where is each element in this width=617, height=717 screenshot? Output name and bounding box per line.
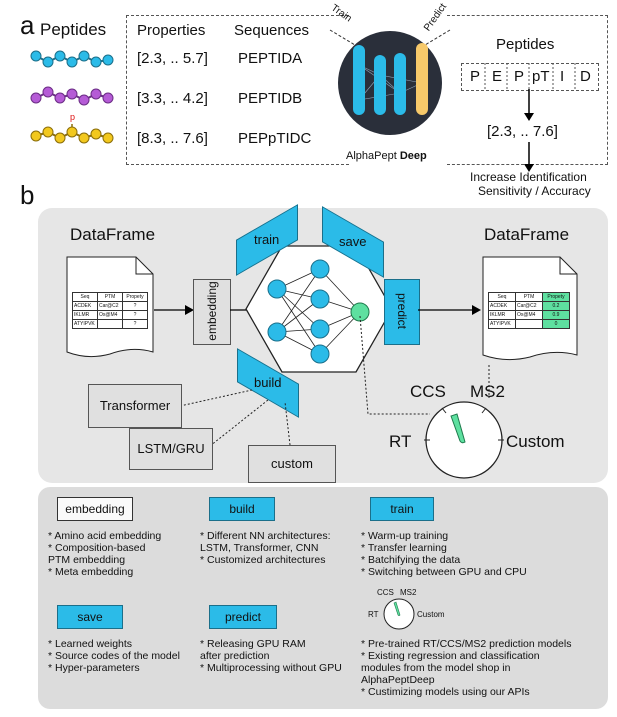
left-dataframe-title: DataFrame [70, 225, 156, 244]
legend-save-item: * Hyper-parameters [48, 662, 140, 674]
legend-models-list: * Pre-trained RT/CCS/MS2 prediction mode… [361, 638, 571, 698]
property-row-2: [3.3, .. 4.2] [137, 90, 208, 107]
legend-predict-item: * Releasing GPU RAM [200, 638, 306, 650]
sequence-row-3: PEPpTIDC [238, 130, 312, 147]
peptide-chain-2 [30, 86, 114, 106]
outcome-line-1: Increase Identification [470, 170, 587, 184]
residue-3: P [514, 68, 525, 85]
legend-predict-list: * Releasing GPU RAM after prediction * M… [200, 638, 342, 674]
arrow-to-output [418, 305, 481, 315]
output-pred-3: 0 [542, 319, 570, 329]
lstm-gru-option[interactable]: LSTM/GRU [129, 428, 213, 470]
properties-heading: Properties [137, 22, 206, 39]
predict-button[interactable]: predict [384, 279, 420, 345]
panel-b-letter: b [20, 180, 35, 210]
legend-train-button: train [370, 497, 434, 521]
legend-build-list: * Different NN architectures: LSTM, Tran… [200, 530, 331, 566]
right-peptides-heading: Peptides [496, 36, 555, 53]
residue-box [461, 63, 599, 91]
legend-dial-custom: Custom [417, 610, 445, 619]
peptide-chain-3 [30, 124, 114, 144]
dial-label-rt: RT [389, 432, 412, 451]
peptide-chain-1 [30, 50, 114, 68]
residue-separators [484, 63, 576, 89]
sequence-row-2: PEPTIDB [238, 90, 303, 107]
legend-train-list: * Warm-up training * Transfer learning *… [361, 530, 527, 578]
legend-save-button: save [57, 605, 123, 629]
neural-network-hexagon [245, 245, 393, 373]
legend-embedding-item: * Amino acid embedding [48, 530, 162, 542]
residue-4: pT [532, 68, 550, 85]
phospho-label: p [70, 112, 76, 122]
legend-embedding-list: * Amino acid embedding * Composition-bas… [48, 530, 161, 578]
sequence-row-1: PEPTIDA [238, 50, 303, 67]
embedding-button[interactable]: embedding [193, 279, 231, 345]
legend-models-item: modules from the model shop in [361, 662, 511, 674]
legend-dial-ccs: CCS [377, 588, 394, 597]
legend-models-item: * Existing regression and classification [361, 650, 540, 662]
legend-save-list: * Learned weights * Source codes of the … [48, 638, 180, 674]
legend-models-item: AlphaPeptDeep [361, 674, 435, 686]
panel-a-letter: a [20, 10, 35, 40]
arrow-to-embedding [154, 305, 194, 315]
legend-build-item: * Different NN architectures: [200, 530, 331, 542]
legend-embedding-item: * Composition-based [48, 542, 146, 554]
alphapeptdeep-model-icon [329, 29, 451, 135]
property-row-1: [2.3, .. 5.7] [137, 50, 208, 67]
right-dataframe-title: DataFrame [484, 225, 570, 244]
dial-label-ccs: CCS [410, 382, 446, 401]
residue-1: P [470, 68, 481, 85]
legend-build-item: LSTM, Transformer, CNN [200, 542, 319, 554]
dial-label-custom: Custom [506, 432, 565, 451]
model-name: AlphaPept Deep [346, 150, 427, 162]
model-selector-dial[interactable] [424, 400, 504, 480]
residue-5: I [560, 68, 565, 85]
custom-architecture-option[interactable]: custom [248, 445, 336, 483]
residue-6: D [580, 68, 591, 85]
legend-train-item: * Transfer learning [361, 542, 447, 554]
transformer-option[interactable]: Transformer [88, 384, 182, 428]
model-name-regular: AlphaPept [346, 150, 397, 162]
legend-models-item: * Custimizing models using our APIs [361, 686, 530, 698]
down-arrow-2 [524, 142, 534, 172]
legend-build-button: build [209, 497, 275, 521]
peptides-heading: Peptides [40, 20, 107, 39]
legend-predict-item: after prediction [200, 650, 270, 662]
peptide-chains [30, 50, 114, 144]
outcome-line-2: Sensitivity / Accuracy [478, 184, 591, 198]
legend-train-item: * Switching between GPU and CPU [361, 566, 527, 578]
down-arrow-1 [524, 89, 534, 121]
dial-label-ms2: MS2 [470, 382, 505, 401]
legend-save-item: * Source codes of the model [48, 650, 180, 662]
residue-2: E [492, 68, 503, 85]
legend-dial-icon [383, 598, 415, 630]
legend-train-item: * Batchifying the data [361, 554, 461, 566]
build-connectors [179, 315, 490, 447]
property-row-3: [8.3, .. 7.6] [137, 130, 208, 147]
model-name-bold: Deep [399, 150, 427, 162]
legend-models-item: * Pre-trained RT/CCS/MS2 prediction mode… [361, 638, 572, 650]
legend-embedding-button: embedding [57, 497, 133, 521]
input-prop-3: ? [122, 319, 148, 329]
output-table: Seq PTM Propety ACDEK Car@C2 0.2 IKLMR O… [488, 292, 570, 329]
legend-predict-button: predict [209, 605, 277, 629]
legend-panel [38, 487, 608, 709]
legend-dial-rt: RT [368, 610, 379, 619]
legend-dial-ms2: MS2 [400, 588, 417, 597]
legend-save-item: * Learned weights [48, 638, 133, 650]
legend-build-item: * Customized architectures [200, 554, 326, 566]
sequences-heading: Sequences [234, 22, 310, 39]
training-data-box [126, 15, 349, 165]
legend-predict-item: * Multiprocessing without GPU [200, 662, 342, 674]
legend-embedding-item: PTM embedding [48, 554, 126, 566]
legend-embedding-item: * Meta embedding [48, 566, 134, 578]
predicted-value: [2.3, .. 7.6] [487, 123, 558, 140]
legend-train-item: * Warm-up training [361, 530, 449, 542]
input-table: Seq PTM Propety ACDEK Car@C2 ? IKLMR Ox@… [72, 292, 148, 329]
